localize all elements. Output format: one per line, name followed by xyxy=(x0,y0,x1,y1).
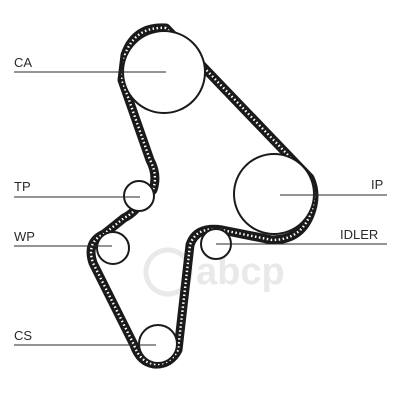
ip-label: IP xyxy=(371,177,383,192)
cs-label: CS xyxy=(14,328,32,343)
ca-label: CA xyxy=(14,55,32,70)
tensioner-pulley xyxy=(123,180,155,212)
wp-label: WP xyxy=(14,229,35,244)
idler-label: IDLER xyxy=(340,227,378,242)
injection-pump-pulley xyxy=(233,153,315,235)
crankshaft-pulley xyxy=(138,324,178,364)
tp-label: TP xyxy=(14,179,31,194)
watermark-logo: abcp xyxy=(143,247,285,297)
water-pump-pulley xyxy=(96,231,130,265)
